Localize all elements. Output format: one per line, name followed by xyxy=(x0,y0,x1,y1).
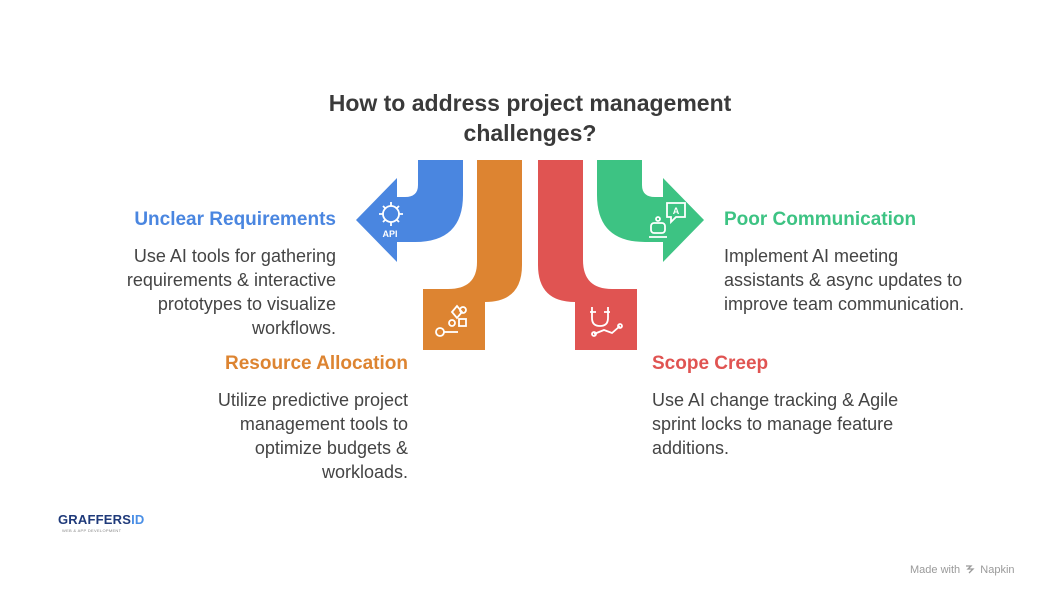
arrow-poor-communication xyxy=(597,160,704,262)
svg-text:A: A xyxy=(673,206,680,216)
arrow-unclear-requirements xyxy=(356,160,463,262)
diagram-title: How to address project management challe… xyxy=(328,90,732,146)
logo-name: GRAFFERS xyxy=(58,512,132,527)
magnet-icon xyxy=(590,307,623,337)
graffersid-logo: GRAFFERSID WEB & APP DEVELOPMENT xyxy=(58,512,145,533)
logo-tagline: WEB & APP DEVELOPMENT xyxy=(62,528,122,533)
arrow-scope-creep xyxy=(538,160,637,350)
desc-poor-communication: Implement AI meeting assistants & async … xyxy=(724,246,965,314)
arrow-resource-allocation xyxy=(423,160,522,350)
heading-poor-communication: Poor Communication xyxy=(724,209,917,230)
svg-text:API: API xyxy=(382,229,397,239)
desc-resource-allocation: Utilize predictive project management to… xyxy=(217,390,408,482)
logo-id: ID xyxy=(131,512,145,527)
napkin-icon xyxy=(966,565,975,574)
made-with-napkin[interactable]: Made with Napkin xyxy=(910,564,1015,576)
desc-scope-creep: Use AI change tracking & Agile sprint lo… xyxy=(652,390,899,458)
shapes-icon xyxy=(435,304,467,337)
chat-bot-icon: A xyxy=(649,202,686,238)
napkin-label: Napkin xyxy=(980,564,1015,576)
gear-api-icon: API xyxy=(379,202,403,239)
desc-unclear-requirements: Use AI tools for gathering requirements … xyxy=(126,246,336,338)
made-with-label: Made with xyxy=(910,564,961,576)
heading-scope-creep: Scope Creep xyxy=(652,353,769,374)
heading-resource-allocation: Resource Allocation xyxy=(224,353,408,374)
heading-unclear-requirements: Unclear Requirements xyxy=(134,209,336,230)
